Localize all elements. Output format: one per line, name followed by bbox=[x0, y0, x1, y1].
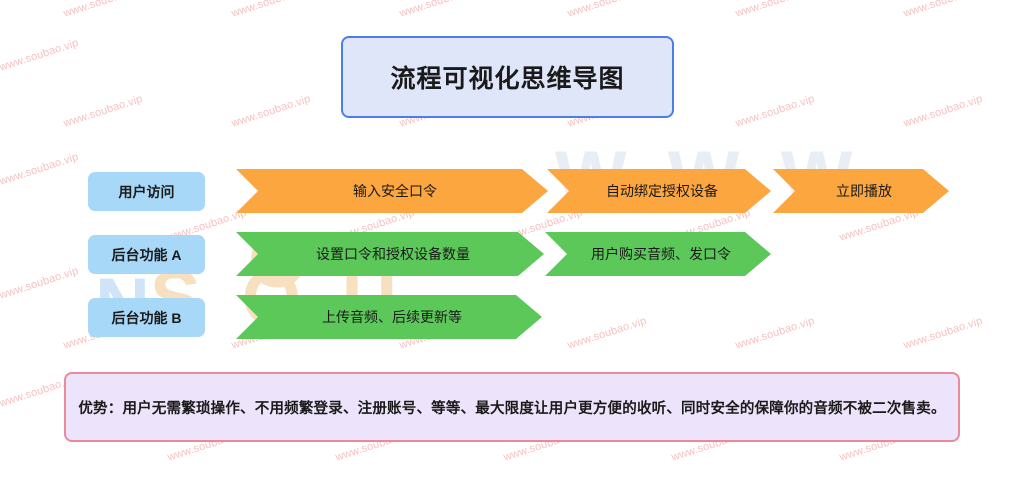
flow-step-chevron[interactable]: 上传音频、后续更新等 bbox=[236, 295, 542, 339]
watermark-text: www.soubao.vip bbox=[62, 92, 145, 130]
row-label-box[interactable]: 用户访问 bbox=[88, 172, 205, 211]
flow-step-chevron[interactable]: 输入安全口令 bbox=[236, 169, 548, 213]
advantages-note-text: 优势：用户无需繁琐操作、不用频繁登录、注册账号、等等、最大限度让用户更方便的收听… bbox=[78, 400, 946, 417]
watermark-text: www.soubao.vip bbox=[230, 92, 313, 130]
watermark-text: www.soubao.vip bbox=[0, 264, 81, 302]
watermark-text: www.soubao.vip bbox=[902, 0, 985, 20]
diagram-title-box: 流程可视化思维导图 bbox=[341, 36, 674, 118]
watermark-text: www.soubao.vip bbox=[566, 0, 649, 20]
flow-step-chevron[interactable]: 设置口令和授权设备数量 bbox=[236, 232, 544, 276]
watermark-text: www.soubao.vip bbox=[734, 314, 817, 352]
flow-step-label: 设置口令和授权设备数量 bbox=[316, 246, 470, 262]
flow-step-label: 上传音频、后续更新等 bbox=[322, 309, 462, 325]
advantages-note-box: 优势：用户无需繁琐操作、不用频繁登录、注册账号、等等、最大限度让用户更方便的收听… bbox=[64, 372, 960, 442]
watermark-text: www.soubao.vip bbox=[734, 0, 817, 20]
page-title: 流程可视化思维导图 bbox=[390, 65, 625, 93]
row-label-box[interactable]: 后台功能 B bbox=[88, 298, 205, 337]
flow-step-chevron[interactable]: 用户购买音频、发口令 bbox=[545, 232, 771, 276]
watermark-text: www.soubao.vip bbox=[902, 92, 985, 130]
watermark-text: www.soubao.vip bbox=[398, 0, 481, 20]
watermark-text: www.soubao.vip bbox=[62, 0, 145, 20]
watermark-text: www.soubao.vip bbox=[566, 314, 649, 352]
flow-step-label: 自动绑定授权设备 bbox=[606, 183, 718, 199]
flow-step-label: 立即播放 bbox=[836, 183, 892, 199]
flow-step-label: 输入安全口令 bbox=[353, 183, 437, 199]
row-label-box[interactable]: 后台功能 A bbox=[88, 235, 205, 274]
flow-step-chevron[interactable]: 自动绑定授权设备 bbox=[547, 169, 771, 213]
watermark-text: www.soubao.vip bbox=[734, 92, 817, 130]
watermark-text: www.soubao.vip bbox=[230, 0, 313, 20]
watermark-text: www.soubao.vip bbox=[0, 36, 81, 74]
row-label-text: 用户访问 bbox=[118, 183, 175, 200]
flow-step-chevron[interactable]: 立即播放 bbox=[773, 169, 949, 213]
watermark-text: www.soubao.vip bbox=[902, 314, 985, 352]
row-label-text: 后台功能 A bbox=[111, 246, 182, 263]
watermark-text: www.soubao.vip bbox=[0, 150, 81, 188]
flow-step-label: 用户购买音频、发口令 bbox=[591, 246, 731, 262]
row-label-text: 后台功能 B bbox=[111, 309, 182, 326]
